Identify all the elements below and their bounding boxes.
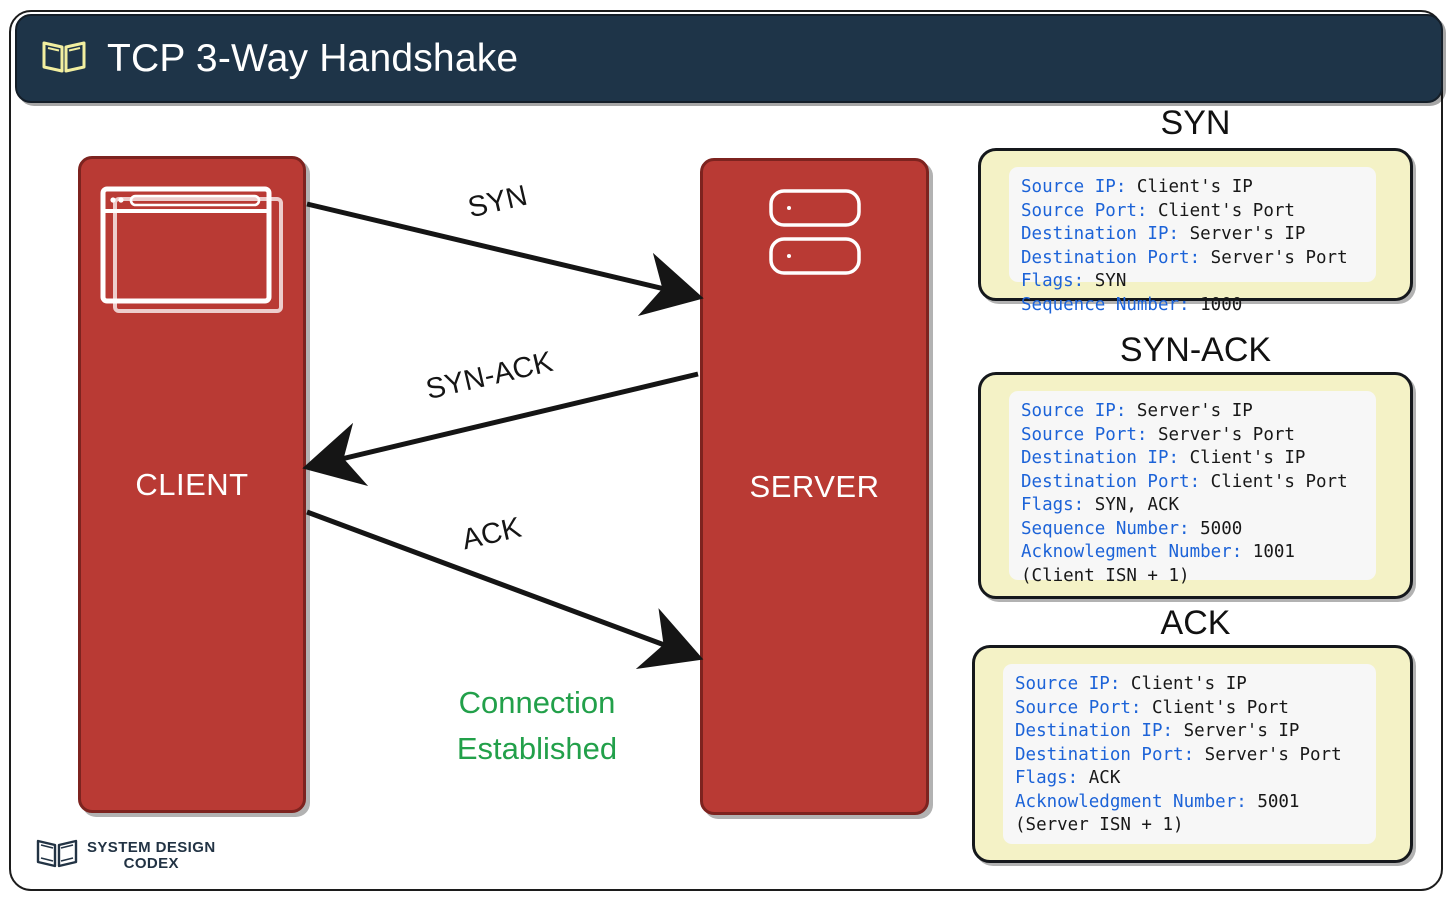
packet-field-key: Source Port:: [1015, 697, 1152, 718]
packet-field-value: Client's Port: [1157, 200, 1295, 221]
server-label: SERVER: [749, 468, 880, 504]
brand-line2: CODEX: [123, 854, 179, 872]
packet-field-value: Server's IP: [1136, 401, 1253, 421]
connection-status-line2: Established: [456, 731, 618, 766]
packet-heading-syn: SYN: [1160, 104, 1231, 142]
packet-field-value: Server's Port: [1157, 424, 1295, 445]
packet-field-value: 1001: [1252, 542, 1295, 562]
packet-field-key: Flags:: [1021, 495, 1095, 515]
packet-field: Destination IP: Server's IP: [1021, 223, 1376, 247]
packet-field-value: Client's IP: [1189, 448, 1306, 468]
packet-field: Source IP: Server's IP: [1021, 400, 1376, 424]
packet-field-value: ACK: [1088, 768, 1121, 788]
packet-field-key: Destination Port:: [1021, 471, 1211, 492]
page-title: TCP 3-Way Handshake: [107, 36, 519, 80]
packet-field: Sequence Number: 1000: [1021, 294, 1376, 318]
packet-field-key: Acknowledgment Number:: [1015, 791, 1258, 812]
packet-field: Destination IP: Server's IP: [1015, 720, 1376, 744]
client-node[interactable]: CLIENT: [78, 156, 306, 813]
brand-line1: SYSTEM DESIGN: [87, 838, 216, 856]
packet-field: Source IP: Client's IP: [1021, 176, 1376, 200]
packet-field-key: Destination Port:: [1015, 744, 1205, 765]
packet-field-key: Destination IP:: [1021, 224, 1190, 244]
packet-field: Destination Port: Server's Port: [1015, 744, 1376, 768]
packet-field: Sequence Number: 5000: [1021, 518, 1376, 542]
packet-field-key: Source Port:: [1021, 200, 1158, 221]
brand-logo: SYSTEM DESIGN CODEX: [36, 836, 216, 875]
connection-status: Connection Established: [392, 680, 682, 772]
header-bar: TCP 3-Way Handshake: [15, 14, 1443, 103]
packet-field-key: Flags:: [1021, 271, 1095, 291]
packet-field: Acknowledgment Number: 5001: [1015, 791, 1376, 815]
open-book-icon: [41, 36, 87, 81]
client-label: CLIENT: [135, 466, 249, 502]
packet-field-value: Client's Port: [1210, 471, 1348, 492]
packet-field: Flags: SYN, ACK: [1021, 494, 1376, 518]
packet-field-key: Acknowlegment Number:: [1021, 542, 1253, 562]
browser-window-icon: [99, 185, 285, 318]
packet-field: Acknowlegment Number: 1001: [1021, 541, 1376, 565]
packet-field-note: (Server ISN + 1): [1015, 815, 1184, 835]
packet-field: Destination Port: Client's Port: [1021, 471, 1376, 495]
packet-field: Flags: SYN: [1021, 270, 1376, 294]
packet-field-value: Client's IP: [1130, 674, 1247, 694]
server-node[interactable]: SERVER: [700, 158, 929, 815]
server-rack-icon: [767, 187, 863, 288]
packet-field-value: Client's IP: [1136, 177, 1253, 197]
packet-field-value: 5000: [1200, 518, 1243, 539]
packet-field-key: Destination IP:: [1021, 448, 1190, 468]
packet-field: Flags: ACK: [1015, 767, 1376, 791]
packet-field: Source Port: Client's Port: [1021, 200, 1376, 224]
packet-field-note: (Client ISN + 1): [1021, 565, 1190, 586]
packet-field-key: Destination IP:: [1015, 721, 1184, 741]
packet-field: Destination IP: Client's IP: [1021, 447, 1376, 471]
packet-field-key: Destination Port:: [1021, 247, 1211, 268]
packet-field-value: 1000: [1200, 294, 1243, 315]
packet-field-key: Sequence Number:: [1021, 294, 1201, 315]
packet-field-key: Source IP:: [1021, 401, 1137, 421]
packet-field-key: Sequence Number:: [1021, 518, 1201, 539]
packet-field-value: SYN: [1094, 271, 1127, 291]
packet-field: Source IP: Client's IP: [1015, 673, 1376, 697]
packet-field-value: Server's Port: [1210, 247, 1348, 268]
packet-heading-syn-ack: SYN-ACK: [1119, 331, 1272, 369]
packet-field-key: Source IP:: [1021, 177, 1137, 197]
packet-field-key: Source IP:: [1015, 674, 1131, 694]
brand-name: SYSTEM DESIGN CODEX: [87, 838, 216, 872]
packet-heading-ack: ACK: [1160, 604, 1231, 642]
packet-field-value: Server's Port: [1204, 744, 1342, 765]
packet-field-value: 5001: [1257, 791, 1300, 812]
connection-status-line1: Connection: [458, 685, 616, 720]
packet-field-value: Client's Port: [1151, 697, 1289, 718]
packet-field-value: Server's IP: [1183, 721, 1300, 741]
packet-field: Source Port: Server's Port: [1021, 424, 1376, 448]
packet-field-key: Source Port:: [1021, 424, 1158, 445]
packet-field-key: Flags:: [1015, 768, 1089, 788]
packet-field: Destination Port: Server's Port: [1021, 247, 1376, 271]
packet-field: Source Port: Client's Port: [1015, 697, 1376, 721]
packet-field-value: Server's IP: [1189, 224, 1306, 244]
packet-field-value: SYN, ACK: [1094, 495, 1180, 515]
open-book-icon: [36, 836, 78, 875]
